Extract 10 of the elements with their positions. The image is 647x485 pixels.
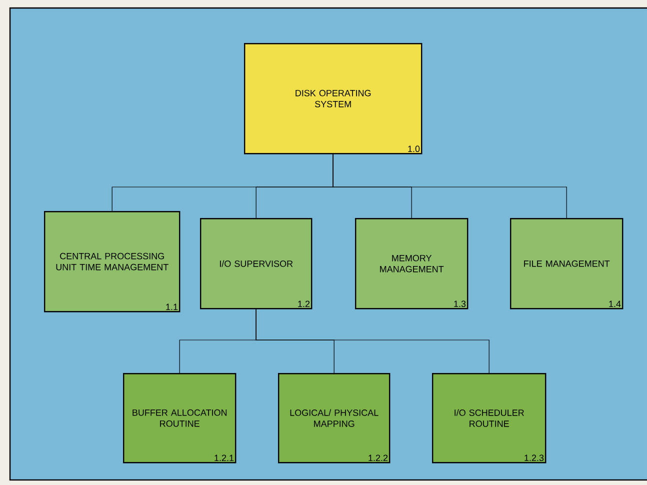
process-box: FILE MANAGEMENT 1.4: [510, 218, 624, 310]
process-box: BUFFER ALLOCATION ROUTINE 1.2.1: [123, 373, 236, 464]
process-box: MEMORY MANAGEMENT 1.3: [355, 218, 468, 310]
connector-line: [332, 154, 567, 218]
process-box: CENTRAL PROCESSING UNIT TIME MANAGEMENT 1.1: [44, 211, 180, 312]
connector-line: [256, 308, 490, 374]
process-box: DISK OPERATING SYSTEM 1.0: [244, 43, 422, 154]
process-box: I/O SUPERVISOR 1.2: [200, 218, 312, 310]
process-box: LOGICAL/ PHYSICAL MAPPING 1.2.2: [278, 373, 390, 464]
process-box: I/O SCHEDULER ROUTINE 1.2.3: [432, 373, 546, 464]
